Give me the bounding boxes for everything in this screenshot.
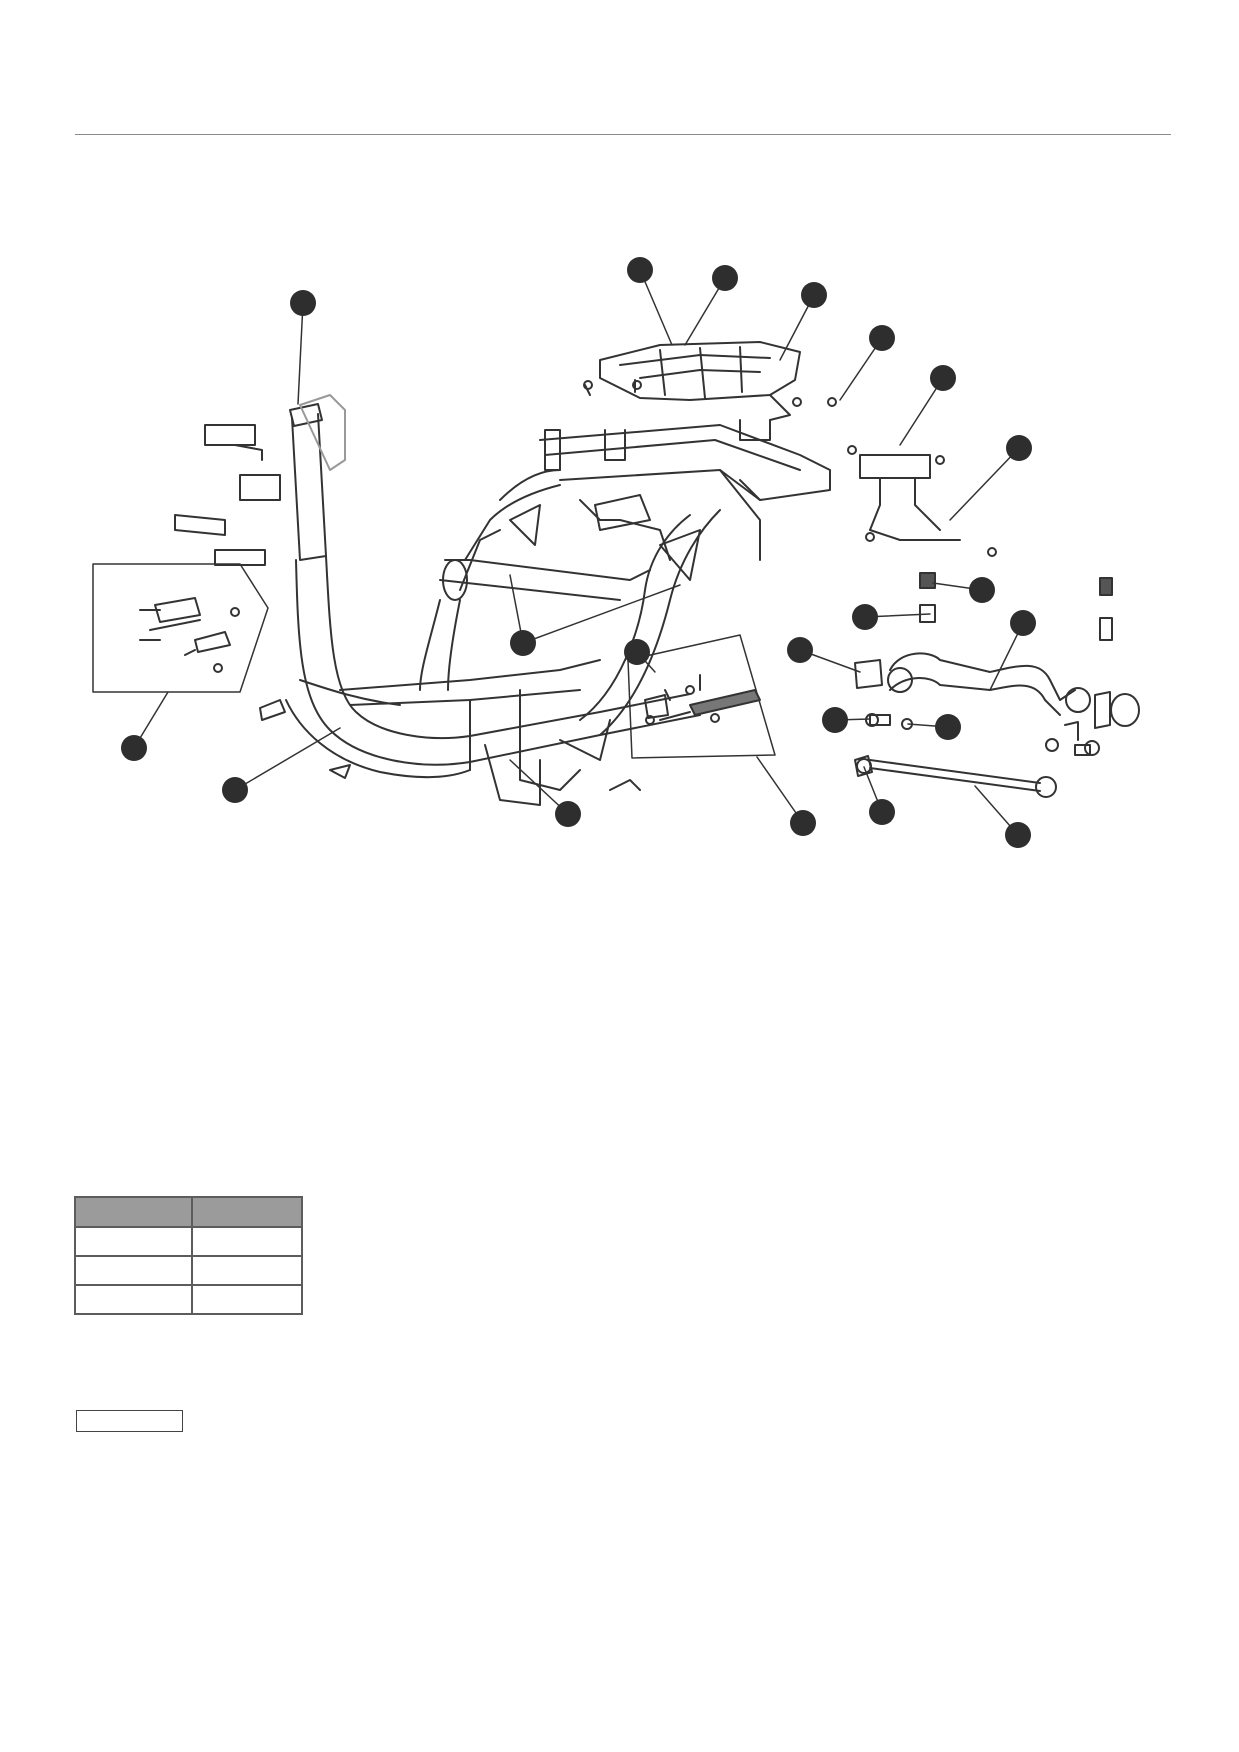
table-cell: [190, 1255, 304, 1286]
inset-left: [92, 563, 269, 693]
callout-17: [555, 801, 581, 827]
note-box: [76, 1410, 183, 1432]
table-header-row: [74, 1196, 304, 1228]
table-cell: [74, 1255, 193, 1286]
table-header-cell: [190, 1196, 304, 1228]
table-row: [74, 1284, 304, 1315]
callout-7: [1006, 435, 1032, 461]
table-cell: [190, 1284, 304, 1315]
callout-5: [869, 325, 895, 351]
callout-16: [790, 810, 816, 836]
callout-8: [969, 577, 995, 603]
through-bolt: [854, 755, 1057, 798]
table-cell: [190, 1226, 304, 1257]
callout-13: [935, 714, 961, 740]
rear-bracket: [847, 445, 997, 557]
spec-table: [74, 1196, 304, 1315]
callout-18: [222, 777, 248, 803]
callout-4: [801, 282, 827, 308]
header-rule: [75, 134, 1171, 135]
table-header-cell: [74, 1196, 193, 1228]
callout-11: [787, 637, 813, 663]
table-cell: [74, 1284, 193, 1315]
table-cell: [74, 1226, 193, 1257]
callout-3: [712, 265, 738, 291]
callout-1: [290, 290, 316, 316]
callout-10: [1010, 610, 1036, 636]
inset-right: [627, 634, 776, 759]
callout-6: [930, 365, 956, 391]
callout-21: [624, 639, 650, 665]
callout-9: [852, 604, 878, 630]
callout-12: [822, 707, 848, 733]
table-row: [74, 1255, 304, 1286]
callout-20: [510, 630, 536, 656]
rear-carrier-plate: [583, 341, 837, 421]
callout-14: [869, 799, 895, 825]
callout-19: [121, 735, 147, 761]
main-frame: [174, 394, 831, 806]
engine-hanger-assembly: [854, 572, 1140, 756]
callout-15: [1005, 822, 1031, 848]
table-row: [74, 1226, 304, 1257]
callout-2: [627, 257, 653, 283]
